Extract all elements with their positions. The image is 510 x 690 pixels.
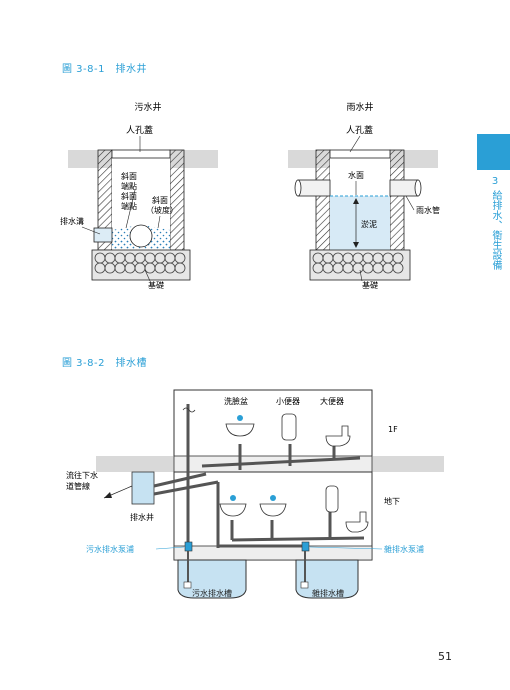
outlet-pipe [129,224,153,248]
toilet-b1 [345,511,369,533]
urinal-label: 小便器 [276,396,300,406]
rain-well-title: 雨水井 [346,101,373,113]
foundation-stones-left [94,252,186,274]
rain-pipe-in [297,179,331,197]
well-wall-right [169,149,185,251]
washbasin-label: 洗臉盆 [224,396,248,406]
figure-3-8-2-caption: 圖 3-8-2 排水槽 [62,358,147,369]
slope-end-label-1b: 端點 [121,181,137,191]
manhole-cover-label-left: 人孔蓋 [126,124,153,136]
ditch-label: 排水溝 [60,216,84,226]
urinal-b1 [325,485,339,513]
manhole-cover-label-right: 人孔蓋 [346,124,373,136]
rain-pipe-out [389,179,419,197]
manhole-cover-right [329,149,391,159]
sewage-well-diagram: 污水井 人孔蓋 斜面 端點 斜面 端點 斜面 （坡度） 排水溝 [60,101,218,290]
ditch-inlet [93,227,113,243]
sewage-pump-icon [184,541,193,552]
manhole-cover-left [111,149,171,159]
drain-well [131,471,155,505]
drainage-tank-diagram: 洗臉盆 小便器 大便器 1F 地下 流往下水 道管線 排水井 污水排水泵浦 雜排… [66,389,444,599]
rain-well-diagram: 雨水井 人孔蓋 水面 淤泥 雨水管 基礎 [288,101,440,290]
sewage-tank [177,559,247,599]
misc-pump-label: 雜排水泵浦 [384,544,424,554]
misc-tank-label: 雜排水槽 [312,588,344,598]
rain-well-wall-right [389,149,405,251]
washbasin-b1-1 [219,495,247,517]
misc-pump-icon [301,541,310,552]
urinal-1f [281,413,297,441]
sewage-tank-label: 污水排水槽 [192,588,232,598]
drain-pipes [153,404,365,548]
foundation-stones-right [312,252,404,274]
figure-3-8-1-caption: 圖 3-8-1 排水井 [62,64,147,75]
page-number: 51 [438,650,452,663]
building-1f [173,389,373,465]
toilet-label: 大便器 [320,396,344,406]
flow-label-line2: 道管線 [66,481,90,491]
slope-end-label-1a: 斜面 [121,171,137,181]
chapter-sidebar: 3 給排水、衛生設備 [488,176,502,274]
toilet-1f [325,425,351,447]
rain-pipe-label: 雨水管 [416,205,440,215]
floor-1f-label: 1F [388,425,398,434]
rain-well-wall-left [315,149,331,251]
chapter-label: 給排水、衛生設備 [490,190,501,270]
drain-well-label: 排水井 [130,512,154,522]
foundation-right [309,249,411,281]
slope-label: 斜面 [152,195,168,205]
misc-tank [295,559,359,599]
chapter-number: 3 [491,176,499,187]
chapter-tab [477,134,510,170]
foundation-label-right: 基礎 [362,280,378,290]
slope-end-label-2b: 端點 [121,201,137,211]
basement-label: 地下 [384,496,400,506]
foundation-label-left: 基礎 [148,280,164,290]
water-surface-label: 水面 [348,170,364,180]
washbasin-b1-2 [259,495,287,517]
flow-label-line1: 流往下水 [66,470,98,480]
sewage-well-title: 污水井 [134,101,161,113]
rain-water [330,196,390,250]
sewage-pump-label: 污水排水泵浦 [86,544,134,554]
sludge-label: 淤泥 [361,219,377,229]
slope-end-label-2a: 斜面 [121,191,137,201]
slope-grade-label: （坡度） [146,205,178,215]
washbasin-1f [225,415,255,437]
